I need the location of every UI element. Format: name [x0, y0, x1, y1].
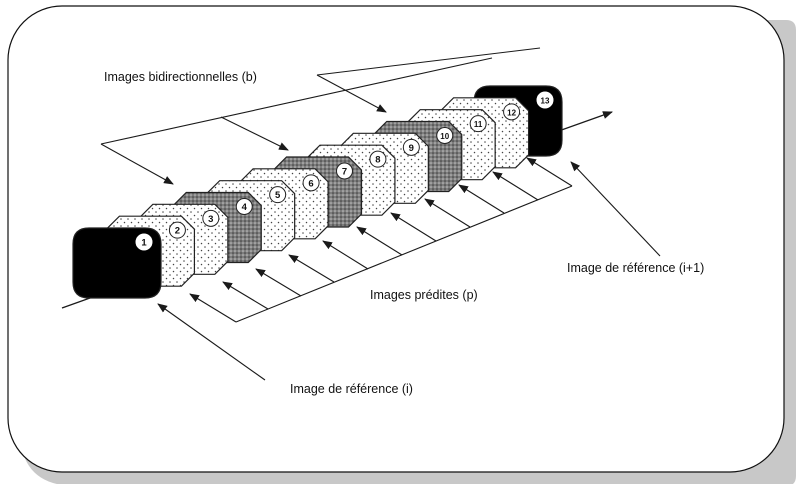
- frame-1: 1: [72, 227, 162, 299]
- frame-7-number: 7: [342, 167, 347, 178]
- frame-3-badge: [202, 209, 220, 227]
- label-predicted: Images prédites (p): [370, 288, 478, 302]
- bidirectional-bracket: [100, 47, 541, 185]
- card-border: [7, 5, 785, 473]
- frame-11-number: 11: [474, 120, 483, 129]
- frame-12-badge: [503, 103, 521, 121]
- frame-8-number: 8: [375, 155, 380, 166]
- frame-2-number: 2: [175, 226, 180, 237]
- frame-1-badge: [135, 233, 153, 251]
- frame-8-badge: [369, 150, 387, 168]
- label-reference-i1: Image de référence (i+1): [567, 261, 704, 275]
- reference-i-arrow: [157, 303, 266, 381]
- frame-4-number: 4: [242, 202, 248, 213]
- frame-13-number: 13: [541, 97, 550, 106]
- frame-2-badge: [168, 221, 186, 239]
- label-bidirectional: Images bidirectionnelles (b): [104, 70, 257, 84]
- frame-10-badge: [436, 127, 454, 144]
- frame-3-number: 3: [208, 214, 213, 225]
- frame-11-badge: [469, 115, 487, 133]
- frame-5-number: 5: [275, 190, 281, 201]
- frame-5-badge: [269, 186, 287, 204]
- frame-4-badge: [235, 198, 253, 215]
- predicted-bracket: [189, 157, 573, 323]
- frame-1-number: 1: [141, 238, 147, 249]
- frame-13-badge: [536, 91, 554, 109]
- frame-7-badge: [336, 162, 353, 180]
- label-reference-i: Image de référence (i): [290, 382, 413, 396]
- reference-i1-arrow: [570, 161, 661, 257]
- frame-9-number: 9: [409, 143, 414, 154]
- frame-6-badge: [302, 174, 320, 192]
- frame-6-number: 6: [308, 178, 313, 189]
- frame-12-number: 12: [507, 108, 516, 117]
- frame-9-badge: [402, 138, 420, 156]
- frame-10-number: 10: [440, 132, 449, 141]
- frame-stack: 13 12 11 10 9 8 7 6 5 4 3 2 1: [72, 85, 563, 299]
